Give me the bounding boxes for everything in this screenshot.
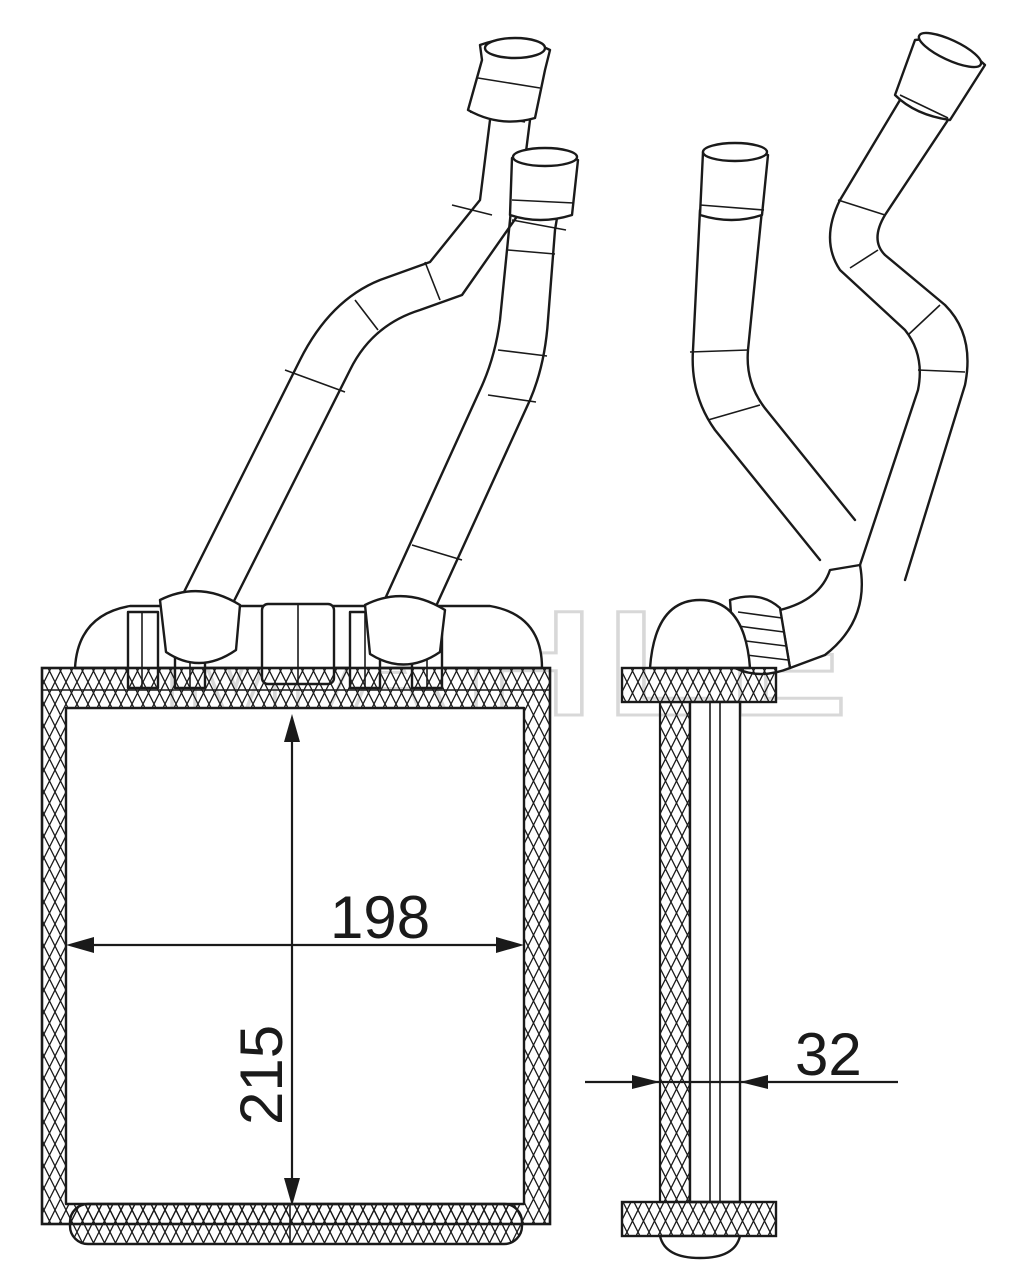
side-pipe-left	[689, 141, 857, 562]
front-bottom-tank	[68, 1202, 524, 1246]
side-bottom-plate	[620, 1200, 778, 1238]
front-pipe-left	[178, 36, 552, 607]
front-inlet-collar-left	[158, 590, 242, 665]
front-inlet-collar-right	[363, 595, 447, 666]
side-top-plate	[620, 666, 778, 704]
dimension-depth-label: 32	[795, 1021, 862, 1088]
side-bottom-dome	[658, 1234, 742, 1260]
side-pipe-right	[828, 31, 987, 582]
front-core-area	[64, 706, 526, 1206]
dimension-width-label: 198	[330, 884, 430, 951]
dimension-depth: 32	[585, 1021, 898, 1089]
side-top-dome	[648, 598, 752, 670]
side-core-tube	[688, 700, 742, 1204]
side-view	[620, 31, 987, 1260]
front-view	[40, 36, 580, 1246]
dimension-height-label: 215	[228, 1025, 295, 1125]
dimension-height: 215	[228, 714, 300, 1206]
side-outlet-elbow	[778, 563, 864, 670]
dimension-width: 198	[66, 884, 524, 953]
front-pipe-right	[378, 146, 580, 617]
side-core-fins	[658, 700, 692, 1204]
